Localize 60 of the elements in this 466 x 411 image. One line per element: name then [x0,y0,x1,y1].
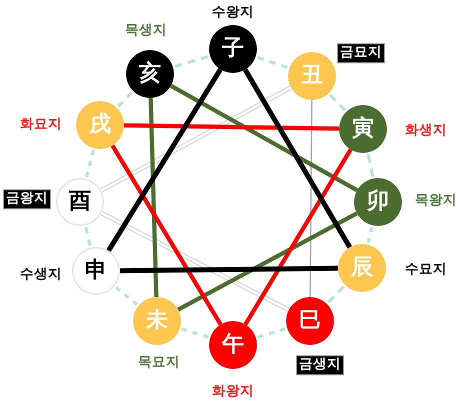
connector-line [124,123,340,131]
highlighted-label: 금묘지 [338,44,384,62]
connector-line [106,68,223,252]
stage-label: 목묘지 [138,355,180,371]
branch-character: 辰 [351,257,373,279]
dashed-connector [174,55,209,68]
dashed-connector [328,94,346,112]
connector-line [148,98,158,298]
branch-circle [56,178,104,226]
stage-label: 화묘지 [20,117,62,133]
stage-label: 수묘지 [405,262,447,278]
stage-label: 화생지 [405,123,447,139]
dashed-connector [117,92,133,108]
dashed-connector [257,56,288,69]
branch-character: 酉 [69,191,91,213]
branch-circle [338,244,386,292]
branch-character: 卯 [367,191,389,213]
dashed-connector [181,327,209,339]
connector-line [110,144,222,326]
branch-circle [209,321,257,369]
branch-character: 子 [222,38,244,60]
double-line [100,85,292,193]
branch-circle [209,25,257,73]
connector-line [120,266,338,274]
dashed-connector [84,227,92,246]
branch-character: 未 [146,310,168,332]
branch-character: 亥 [139,63,161,85]
branch-circle [354,178,402,226]
stage-label: 목왕지 [415,193,457,209]
branch-circle [126,50,174,98]
branch-circle [286,297,334,345]
connector-line [243,68,352,249]
dashed-connector [115,286,138,306]
highlighted-label: 금왕지 [4,190,50,208]
dashed-connector [366,154,374,177]
connector-line [244,148,352,326]
stage-label: 수생지 [20,267,62,283]
stage-label: 화왕지 [212,384,254,400]
highlighted-label: 금생지 [297,356,343,374]
branch-character: 寅 [352,118,374,140]
double-line [100,210,290,312]
stage-label: 수왕지 [212,5,254,21]
dashed-connector [327,286,345,304]
branch-character: 午 [222,334,244,356]
connector-line [170,84,358,192]
branch-circle [133,297,181,345]
branch-character: 巳 [299,310,321,332]
branch-circle [288,52,336,100]
dashed-connector [366,226,374,244]
branch-circle [339,105,387,153]
dashed-connector [85,150,95,178]
connector-line [310,100,312,297]
branch-character: 戌 [89,114,111,136]
branch-circle [76,101,124,149]
branch-character: 丑 [301,65,323,87]
dashed-connector [257,327,286,339]
branch-character: 申 [85,260,107,282]
connector-line [177,212,358,312]
branch-circle [72,247,120,295]
stage-label: 목생지 [125,23,167,39]
